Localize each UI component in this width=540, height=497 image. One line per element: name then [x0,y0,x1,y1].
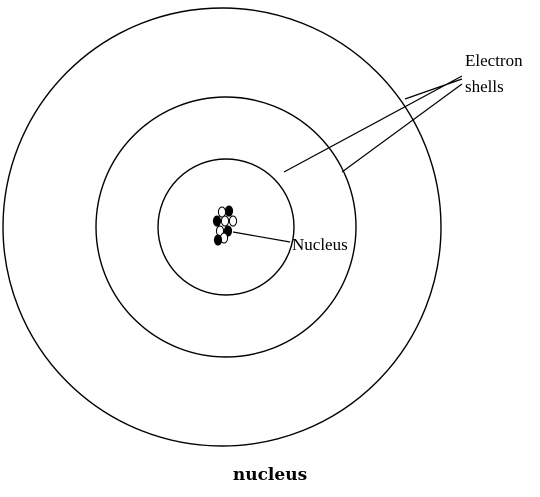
nucleus-leader [233,232,290,242]
nucleus-cluster [213,206,236,245]
electron-shells-label-line2: shells [465,77,504,96]
electron-shells-leader-outer [405,79,462,99]
neutron [218,207,225,217]
nucleus-label: Nucleus [292,235,348,254]
neutron [221,216,228,226]
electron-shells-label-line1: Electron [465,51,523,70]
figure-caption: nucleus [0,465,540,485]
electron-shells-leader-inner [284,76,462,172]
proton [225,206,232,216]
electron-shells-leader-middle [342,84,462,172]
proton [214,235,221,245]
neutron [229,216,236,226]
proton [213,216,220,226]
